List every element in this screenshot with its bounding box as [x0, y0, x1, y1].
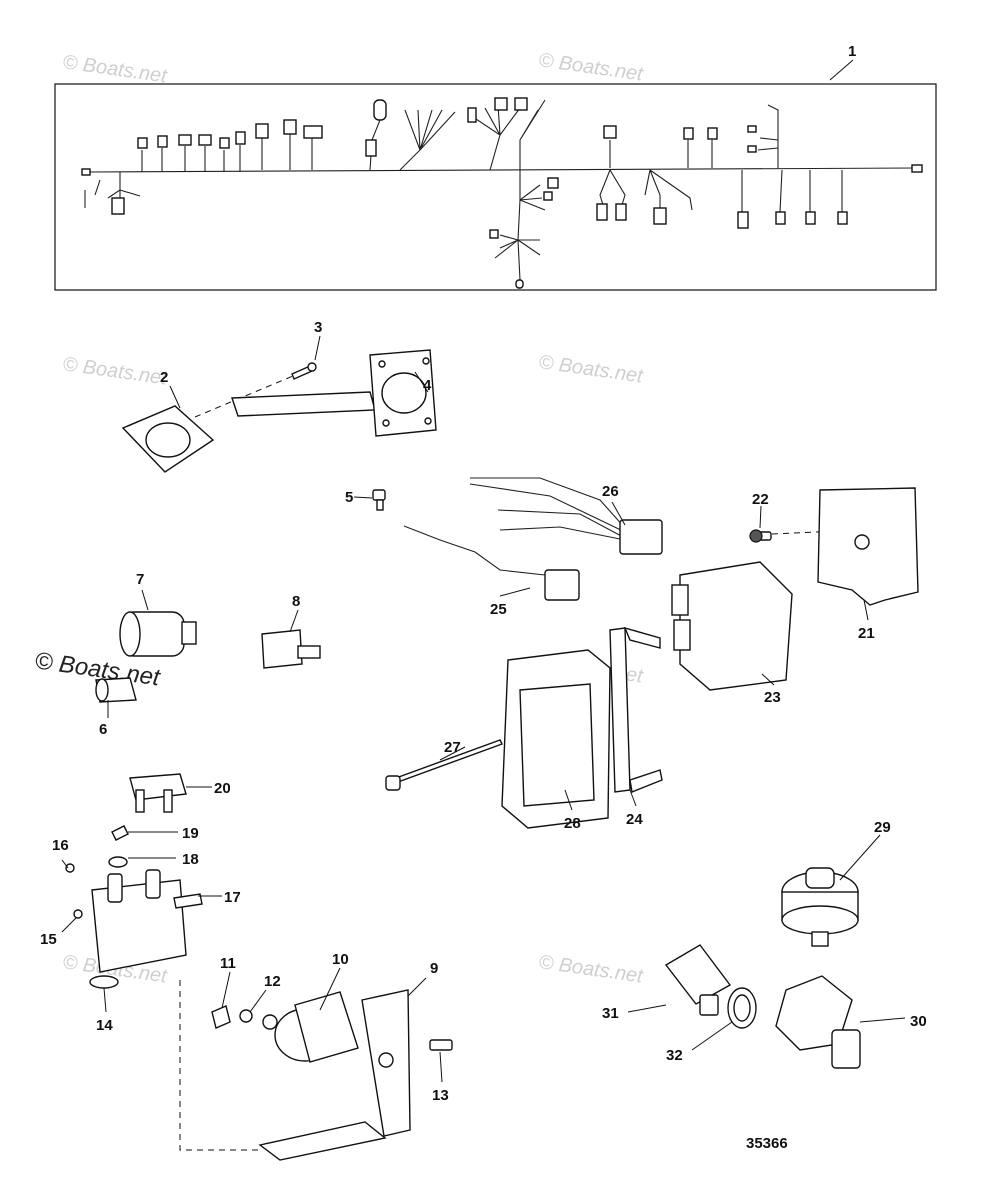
callout-32: 32: [666, 1047, 683, 1064]
sensor-bracket-assembly: [179, 980, 453, 1161]
sensor-lead: [403, 525, 580, 601]
callout-27: 27: [444, 739, 461, 756]
watermark: © Boats.net: [61, 353, 169, 390]
callout-13: 13: [432, 1087, 449, 1104]
callout-10: 10: [332, 951, 349, 968]
callout-8: 8: [292, 593, 300, 610]
callout-6: 6: [99, 721, 107, 738]
figure-number: 35366: [746, 1135, 788, 1152]
retainer: [121, 372, 301, 473]
callout-3: 3: [314, 319, 322, 336]
watermark: © Boats.net: [537, 351, 645, 388]
callout-4: 4: [423, 377, 432, 394]
wiring-harness: [54, 83, 937, 291]
screw: [291, 362, 317, 380]
callout-11: 11: [220, 955, 236, 972]
callout-5: 5: [345, 489, 353, 506]
callout-1: 1: [848, 43, 856, 60]
callout-7: 7: [136, 571, 144, 588]
callout-19: 19: [182, 825, 199, 842]
callout-12: 12: [264, 973, 281, 990]
sealing-washer: [727, 987, 757, 1029]
control-module: [671, 561, 793, 691]
callout-31: 31: [602, 1005, 619, 1022]
callout-26: 26: [602, 483, 619, 500]
clip: [95, 677, 137, 703]
mounting-bracket: [231, 349, 437, 437]
callout-25: 25: [490, 601, 507, 618]
callout-17: 17: [224, 889, 241, 906]
leader-lines: [61, 59, 906, 1083]
callout-30: 30: [910, 1013, 927, 1030]
sensor: [119, 611, 197, 657]
drain-plug: [664, 944, 732, 1016]
knock-sensor: [781, 867, 859, 947]
screw: [749, 529, 861, 543]
callout-15: 15: [40, 931, 57, 948]
callout-2: 2: [160, 369, 168, 386]
cover-plate: [817, 487, 919, 606]
module-bracket: [609, 626, 663, 793]
harness-pigtail: [469, 477, 663, 555]
elbow-fitting: [775, 975, 861, 1069]
starter-solenoid: [65, 773, 203, 989]
watermark: © Boats.net: [537, 951, 645, 988]
watermark: © Boats.net: [61, 51, 169, 88]
bolt: [372, 489, 386, 511]
callout-28: 28: [564, 815, 581, 832]
callout-16: 16: [52, 837, 69, 854]
callout-29: 29: [874, 819, 891, 836]
callout-23: 23: [764, 689, 781, 706]
callout-22: 22: [752, 491, 769, 508]
callout-labels: 1 2 3 4 5 6 7 8 9 10 11 12 13 14 15 16 1…: [40, 43, 927, 1104]
temperature-sender: [261, 629, 321, 669]
callout-21: 21: [858, 625, 875, 642]
callout-18: 18: [182, 851, 199, 868]
watermark-layer: © Boats.net © Boats.net © Boats.net © Bo…: [33, 49, 645, 988]
callout-24: 24: [626, 811, 643, 828]
watermark: © Boats.net: [537, 49, 645, 86]
callout-9: 9: [430, 960, 438, 977]
ecm: [501, 649, 611, 829]
long-bolt: [385, 739, 503, 791]
callout-20: 20: [214, 780, 231, 797]
callout-14: 14: [96, 1017, 113, 1034]
